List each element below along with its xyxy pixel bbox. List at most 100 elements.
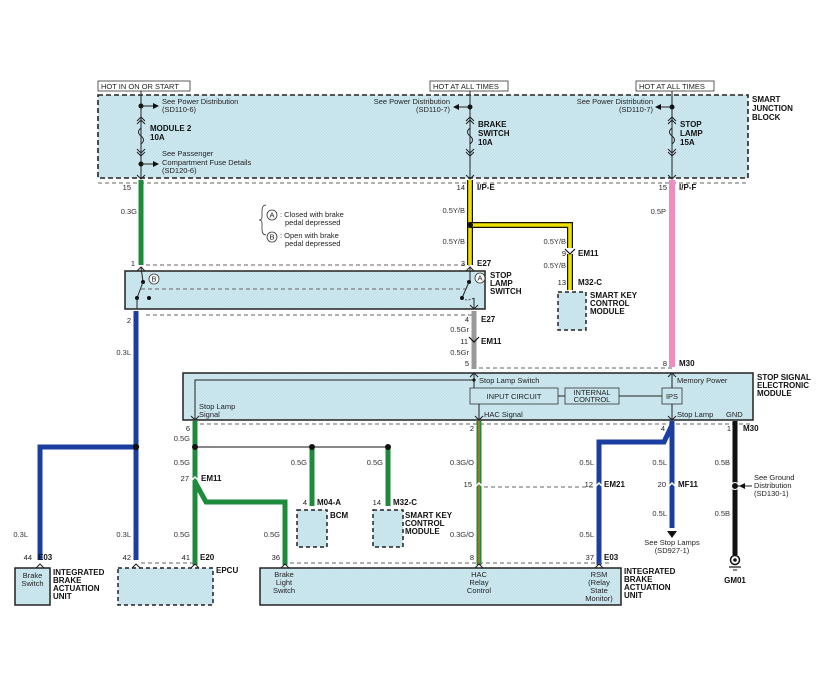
wire-label: 0.3L xyxy=(13,530,28,539)
wire-label: 0.5Y/B xyxy=(442,237,465,246)
fuse-name: MODULE 2 xyxy=(150,124,192,133)
pin-label: 2 xyxy=(127,316,131,325)
splice-dot xyxy=(132,443,140,451)
pin-label: 1 xyxy=(131,259,135,268)
wire-label: 0.5Y/B xyxy=(442,206,465,215)
wire-label: 0.5G xyxy=(367,458,383,467)
inline-connector-icon xyxy=(593,481,605,489)
pin-label: 41 xyxy=(182,553,190,562)
pin-function-label: HAC Signal xyxy=(484,410,523,419)
pin-label: 8 xyxy=(663,359,667,368)
pin-function-label: Brake xyxy=(274,570,294,579)
module-title: STOP xyxy=(490,271,512,280)
legend-b-icon xyxy=(266,231,278,243)
pin-label: 13 xyxy=(558,278,566,287)
pin-function-label: Relay xyxy=(469,578,488,587)
legend-text: pedal depressed xyxy=(285,218,340,227)
ref-text: (SD130-1) xyxy=(754,489,789,498)
inline-connector-icon xyxy=(189,475,201,483)
fuse-rating: 10A xyxy=(478,138,493,147)
wire-label: 0.3G/O xyxy=(450,458,474,467)
module-title: STOP SIGNAL xyxy=(757,373,811,382)
connector-label: E27 xyxy=(477,259,492,268)
wire-label: 0.5G xyxy=(174,530,190,539)
smart-key-control-module-bottom xyxy=(372,509,404,548)
connector-label: M04-A xyxy=(317,498,341,507)
module-title: BRAKE xyxy=(624,575,653,584)
power-label-text: HOT AT ALL TIMES xyxy=(433,82,499,91)
pin-label: 5 xyxy=(465,359,469,368)
fuse-brake-switch: See Power Distribution (SD110-7) BRAKE S… xyxy=(374,91,510,180)
pin-function-label: HAC xyxy=(471,570,487,579)
wire-green-0.5g xyxy=(192,421,391,565)
ref-text: (SD110-7) xyxy=(619,105,654,114)
integrated-brake-actuation-unit xyxy=(259,567,622,606)
ref-text: (SD927-1) xyxy=(655,546,690,555)
wire-blue-to-brake-switch xyxy=(37,444,136,560)
module-title: ELECTRONIC xyxy=(757,381,809,390)
connector-label: EM11 xyxy=(578,249,599,258)
pin-label: 42 xyxy=(123,553,131,562)
ref-text: (SD120-6) xyxy=(162,166,197,175)
ground-icon xyxy=(729,554,741,571)
module-title: MODULE xyxy=(757,389,792,398)
switch-b-icon: B xyxy=(135,266,160,309)
pin-label: 15 xyxy=(659,183,667,192)
inline-connector-icon xyxy=(666,481,678,489)
legend-text: : Closed with brake xyxy=(280,210,344,219)
bcm-module xyxy=(296,509,328,548)
power-label-hot-at-all-times-1: HOT AT ALL TIMES xyxy=(429,80,509,92)
pin-function-label: Stop Lamp xyxy=(677,410,713,419)
pin-function-label: Light xyxy=(276,578,293,587)
pin-label: 6 xyxy=(186,424,190,433)
pin-label: 15 xyxy=(123,183,131,192)
fuse-module-2: See Power Distribution (SD110-6) MODULE … xyxy=(136,91,251,180)
pin-label: 11 xyxy=(460,337,468,346)
wire-label: 0.3L xyxy=(116,530,131,539)
inline-connector-icon xyxy=(473,481,485,489)
ref-text: See Passenger xyxy=(162,149,214,158)
connector-label: I/P-E xyxy=(477,183,495,192)
module-title: ACTUATION xyxy=(53,584,100,593)
pin-function-label: Monitor) xyxy=(585,594,613,603)
pin-label: 20 xyxy=(658,480,666,489)
pin-label: 4 xyxy=(661,424,665,433)
fuse-name: BRAKE xyxy=(478,120,507,129)
ref-text: (SD110-7) xyxy=(416,105,451,114)
block-label: IPS xyxy=(666,392,678,401)
module-title: ACTUATION xyxy=(624,583,671,592)
connector-label: E03 xyxy=(604,553,619,562)
wire-label: 0.3G/O xyxy=(450,530,474,539)
module-title: SMART KEY xyxy=(590,291,638,300)
arrow-icon xyxy=(739,483,745,489)
module-title: SWITCH xyxy=(490,287,522,296)
connector-label: I/P-F xyxy=(679,183,696,192)
pin-function-label: Brake xyxy=(23,571,43,580)
connector-label: MF11 xyxy=(678,480,699,489)
wire-label: 0.5L xyxy=(652,509,667,518)
brake-switch-block xyxy=(14,567,51,606)
pin-label: 2 xyxy=(470,424,474,433)
wire-label: 0.5Y/B xyxy=(543,261,566,270)
fuse-rating: 15A xyxy=(680,138,695,147)
connector-label: M32-C xyxy=(578,278,602,287)
block-label: INTERNAL xyxy=(573,388,610,397)
wire-label: 0.5Gr xyxy=(450,348,469,357)
pin-function-label: Stop Lamp Switch xyxy=(479,376,539,385)
pin-label: 15 xyxy=(464,480,472,489)
wire-label: 0.5P xyxy=(651,207,666,216)
ref-text: (SD110-6) xyxy=(162,105,197,114)
wire-label: 0.5L xyxy=(579,530,594,539)
legend-text: pedal depressed xyxy=(285,239,340,248)
legend-text: : Open with brake xyxy=(280,231,339,240)
wire-label: 0.5G xyxy=(174,458,190,467)
pin-label: 37 xyxy=(586,553,594,562)
module-title: EPCU xyxy=(216,566,238,575)
legend-symbol: A xyxy=(270,211,275,220)
block-label: CONTROL xyxy=(574,395,611,404)
pin-label: 27 xyxy=(181,474,189,483)
connector-label: M30 xyxy=(679,359,695,368)
pin-label: 44 xyxy=(24,553,32,562)
pin-function-label: Switch xyxy=(21,579,43,588)
connector-label: EM11 xyxy=(481,337,502,346)
